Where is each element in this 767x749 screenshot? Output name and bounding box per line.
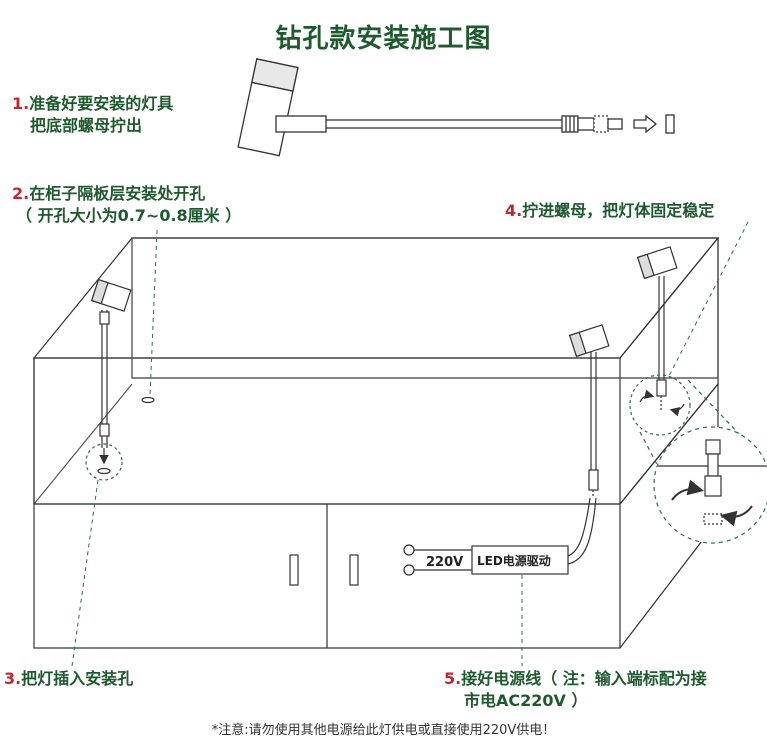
step-2: 2.在柜子隔板层安装处开孔 （ 开孔大小为0.7~0.8厘米 ）: [12, 183, 241, 227]
step-3: 3.把灯插入安装孔: [4, 668, 133, 690]
led-driver-box: [471, 545, 569, 575]
zoom-detail-callout: [639, 379, 767, 544]
right-arrow-icon: [633, 114, 658, 134]
lamp-left-icon: [85, 278, 132, 481]
driver-label: LED电源驱动: [477, 553, 551, 568]
diagram-title: 钻孔款安装施工图: [275, 24, 492, 54]
step-4: 4.拧进螺母，把灯体固定稳定: [505, 200, 714, 222]
lamp-head-icon: [237, 58, 299, 157]
step-1-number: 1.: [12, 94, 30, 113]
step-1-lamp-illustration: [237, 58, 675, 157]
step-2-number: 2.: [12, 184, 30, 203]
step-1-line1: 准备好要安装的灯具: [29, 94, 174, 113]
nut-icon: [665, 114, 675, 134]
step-3-number: 3.: [4, 669, 22, 688]
step-2-line2: （ 开孔大小为0.7~0.8厘米 ）: [16, 206, 242, 225]
step-5-line1: 接好电源线（ 注：输入端标配为接: [461, 669, 707, 688]
lamp-middle-icon: [568, 324, 610, 497]
leader-lines: [71, 221, 749, 667]
step-1: 1.准备好要安装的灯具 把底部螺母拧出: [12, 93, 173, 137]
step-5: 5.接好电源线（ 注：输入端标配为接 市电AC220V ）: [444, 668, 707, 712]
terminal-icon: [403, 544, 415, 556]
voltage-label: 220V: [426, 555, 463, 570]
lamp-right-icon: [629, 246, 691, 436]
step-5-line2: 市电AC220V ）: [464, 691, 588, 710]
step-4-number: 4.: [505, 201, 523, 220]
step-5-number: 5.: [444, 669, 462, 688]
terminal-icon: [403, 564, 415, 576]
step-1-line2: 把底部螺母拧出: [30, 116, 143, 135]
footnote-warning: *注意:请勿使用其他电源给此灯供电或直接使用220V供电！: [211, 723, 556, 738]
cabinet-drawing: [32, 237, 720, 649]
left-door-handle: [289, 554, 299, 586]
right-door-handle: [349, 554, 359, 586]
power-wiring: [403, 497, 597, 576]
step-4-text: 拧进螺母，把灯体固定稳定: [522, 201, 715, 220]
step-2-line1: 在柜子隔板层安装处开孔: [29, 184, 206, 203]
mounting-hole-icon: [141, 396, 155, 404]
step-3-text: 把灯插入安装孔: [21, 669, 134, 688]
